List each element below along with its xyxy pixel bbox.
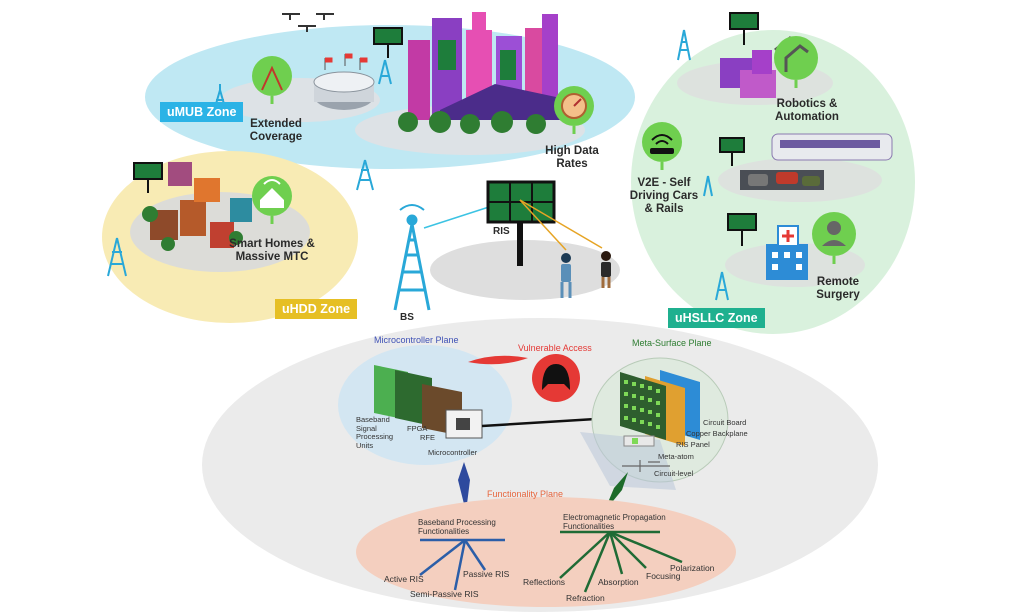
remote-surgery-label: Remote Surgery — [816, 276, 860, 302]
uhsllc-zone-label: uHSLLC Zone — [668, 308, 765, 328]
polarization-label: Polarization — [670, 563, 715, 573]
bs-ris-beam — [423, 205, 493, 229]
gauge-icon — [554, 86, 594, 134]
reflections-label: Reflections — [523, 577, 566, 587]
smart-home-icon — [252, 176, 292, 224]
ris-panel-label: RIS Panel — [676, 440, 710, 449]
extended-coverage-label: Extended Coverage — [249, 118, 303, 144]
coverage-icon — [252, 56, 292, 104]
train-icon — [771, 133, 893, 161]
semi-passive-ris-label: Semi-Passive RIS — [410, 589, 479, 599]
em-func-title: Electromagnetic Propagation Functionalit… — [563, 513, 666, 532]
factory-icon — [720, 36, 807, 98]
meta-surface-plane-title: Meta-Surface Plane — [632, 338, 712, 348]
robot-arm-icon — [774, 36, 818, 88]
ris-reflection-2 — [519, 199, 603, 249]
em-tree — [559, 530, 683, 593]
active-ris-label: Active RIS — [384, 574, 424, 584]
absorption-label: Absorption — [598, 577, 639, 587]
v2e-label: V2E - Self Driving Cars & Rails — [629, 177, 699, 216]
functionality-plane-area — [356, 497, 736, 607]
microcontroller-label: Microcontroller — [428, 448, 478, 457]
cars-icon — [740, 170, 824, 190]
baseband-func-title: Baseband Processing Functionalities — [418, 518, 496, 537]
stadium-icon — [313, 53, 375, 110]
passive-ris-label: Passive RIS — [463, 569, 510, 579]
circuit-level-label: Circuit-level — [654, 469, 694, 478]
bs-label: BS — [400, 312, 414, 323]
meta-atom-icon — [622, 435, 670, 472]
fpga-label: FPGA — [407, 424, 428, 433]
baseband-board-icon — [374, 365, 462, 436]
copper-backplane-label: Copper Backplane — [686, 429, 748, 438]
vulnerable-access-title: Vulnerable Access — [518, 343, 592, 353]
meta-atom-label: Meta-atom — [658, 452, 694, 461]
robotics-label: Robotics & Automation — [775, 98, 839, 124]
center-oval — [430, 240, 620, 300]
helmet-icon — [542, 364, 570, 390]
attack-beam — [468, 355, 528, 365]
person-icon — [560, 253, 572, 298]
microcontroller-chip-icon — [445, 409, 483, 439]
small-ris-panel-icon — [133, 12, 759, 246]
meta-surface-stack-icon — [620, 370, 700, 446]
ris-label: RIS — [493, 226, 510, 237]
functionality-plane-title: Functionality Plane — [487, 489, 564, 499]
circuit-board-label: Circuit Board — [703, 418, 747, 427]
high-data-rates-label: High Data Rates — [545, 145, 599, 171]
drone-icon — [282, 13, 334, 32]
hospital-icon — [766, 225, 808, 280]
doctor-icon — [812, 212, 856, 264]
plane-link — [481, 416, 613, 428]
person-icon — [601, 251, 611, 288]
bs-tower-icon — [393, 204, 431, 311]
baseband-tree — [419, 538, 505, 591]
wifi-car-icon — [642, 122, 682, 170]
umub-zone-label: uMUB Zone — [160, 102, 244, 122]
micro-to-func-connector — [458, 462, 470, 512]
city-skyline-icon — [398, 12, 570, 134]
baseband-label: Baseband Signal Processing Units — [356, 415, 394, 450]
smart-homes-label: Smart Homes & Massive MTC — [229, 238, 315, 264]
ris-reflection-1 — [519, 199, 567, 251]
focusing-label: Focusing — [646, 571, 681, 581]
refraction-label: Refraction — [566, 593, 605, 603]
houses-icon — [142, 162, 252, 251]
uhdd-zone-label: uHDD Zone — [275, 299, 358, 319]
rfe-label: RFE — [420, 433, 435, 442]
microcontroller-plane-title: Microcontroller Plane — [374, 335, 459, 345]
